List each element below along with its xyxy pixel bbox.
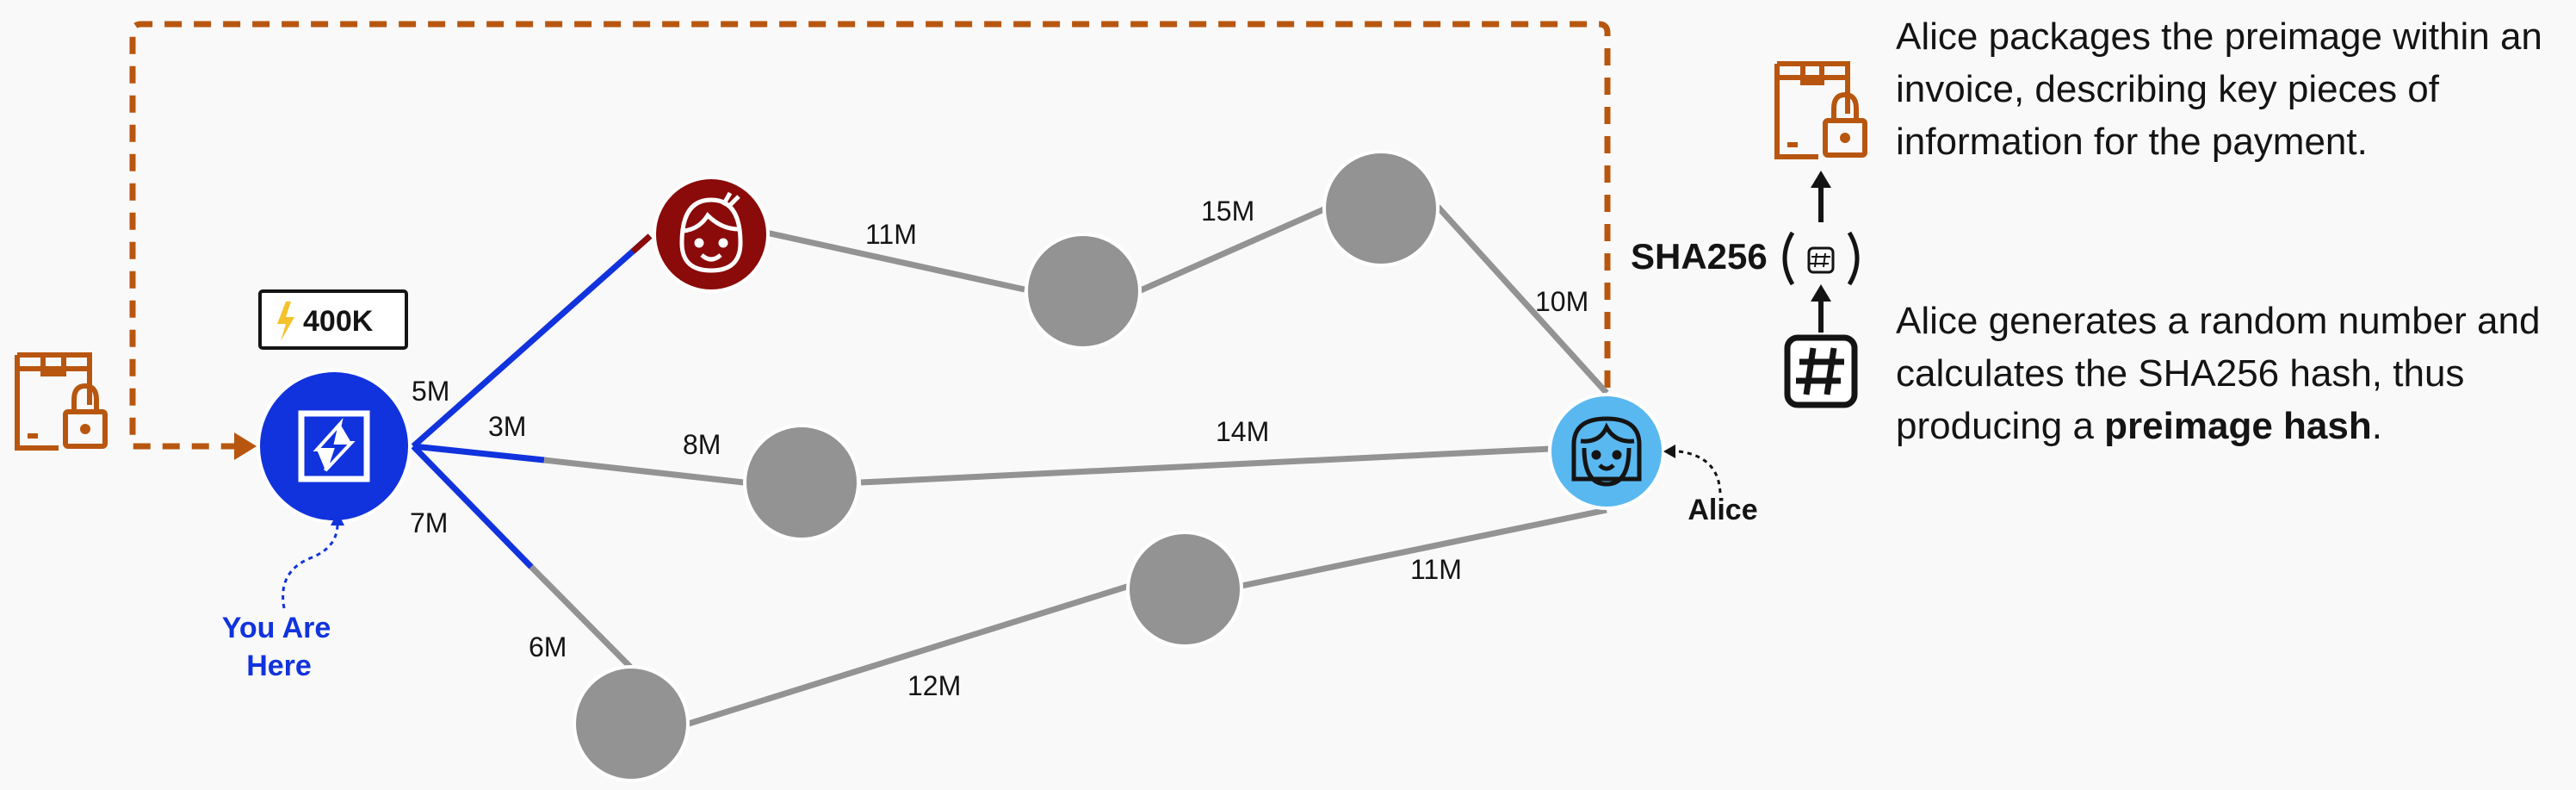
you-are-here-arrowhead xyxy=(331,512,344,526)
you-are-here-pointer xyxy=(282,523,339,609)
edge-g5-g3 xyxy=(687,582,1131,727)
lightning-bolt-icon xyxy=(277,302,294,341)
balance-badge: 400K xyxy=(258,289,408,350)
node-alice xyxy=(1548,393,1665,510)
node-you xyxy=(257,369,412,524)
edge-g4-alice xyxy=(1435,204,1609,395)
node-gray-4 xyxy=(1322,150,1440,267)
invoice-arrowhead xyxy=(234,432,257,460)
edge-labels: 5M 3M 7M 11M 15M 10M 8M 14M 6M 12M 11M xyxy=(410,196,1588,701)
edges xyxy=(411,204,1609,727)
explain-invoice-text: Alice packages the preimage within an in… xyxy=(1896,16,2542,163)
explain-preimage-bold: preimage hash xyxy=(2104,405,2372,447)
alice-label: Alice xyxy=(1687,494,1757,526)
edge-g3-alice xyxy=(1241,507,1607,589)
hash-icon xyxy=(1784,334,1858,408)
edge-label-g5-g3: 12M xyxy=(907,670,961,701)
gray-nodes xyxy=(573,150,1440,782)
edge-label-g3-alice: 11M xyxy=(1410,554,1462,585)
edge-label-you-g5: 7M xyxy=(410,507,448,538)
edge-you-g2-blue xyxy=(412,443,545,463)
edge-g2-alice xyxy=(860,445,1551,486)
edge-you-red-tip xyxy=(630,233,653,254)
alice-pointer xyxy=(1678,450,1722,494)
arrow-hash-to-sha-head xyxy=(1811,284,1831,302)
edge-label-red-g1: 11M xyxy=(865,219,917,250)
node-gray-3 xyxy=(1126,531,1243,648)
edge-g1-g4 xyxy=(1133,205,1328,296)
hash-function-parens xyxy=(1782,231,1860,286)
edge-label-g2-split: 8M xyxy=(683,429,721,460)
edge-label-g2-alice: 14M xyxy=(1216,416,1269,447)
edge-label-g4-alice: 10M xyxy=(1535,286,1588,317)
you-are-here-line1: You Are xyxy=(222,612,331,644)
invoice-dashed-path xyxy=(129,21,1611,450)
arrow-sha-to-invoice-head xyxy=(1811,171,1831,188)
edge-you-g5-blue xyxy=(411,444,534,569)
node-logo-icon xyxy=(298,410,370,482)
you-are-here-line2: Here xyxy=(246,650,312,682)
edge-red-g1 xyxy=(765,229,1025,293)
edge-label-you-g2: 3M xyxy=(488,411,526,442)
face-icon xyxy=(679,191,743,273)
alice-arrowhead xyxy=(1663,445,1675,458)
balance-label: 400K xyxy=(303,305,374,338)
node-gray-2 xyxy=(743,424,860,541)
node-gray-5 xyxy=(573,665,690,782)
invoice-lock-icon xyxy=(15,352,108,451)
node-red xyxy=(653,176,770,293)
explain-preimage-suffix: . xyxy=(2371,405,2382,447)
face-icon xyxy=(1571,416,1642,487)
invoice-lock-icon xyxy=(1774,61,1867,159)
explain-preimage-text: Alice generates a random number and calc… xyxy=(1896,295,2559,452)
edge-label-g5-lower: 6M xyxy=(529,631,567,662)
edge-label-you-red: 5M xyxy=(412,376,449,407)
sha256-label: SHA256 xyxy=(1631,236,1768,277)
edge-label-g1-g4: 15M xyxy=(1201,196,1254,227)
edge-you-g5-gray xyxy=(529,564,633,669)
explain-preimage-prefix: Alice generates a random number and calc… xyxy=(1896,300,2541,447)
edge-you-g2-gray xyxy=(543,457,745,486)
edge-you-red xyxy=(411,233,653,449)
node-gray-1 xyxy=(1025,233,1142,350)
